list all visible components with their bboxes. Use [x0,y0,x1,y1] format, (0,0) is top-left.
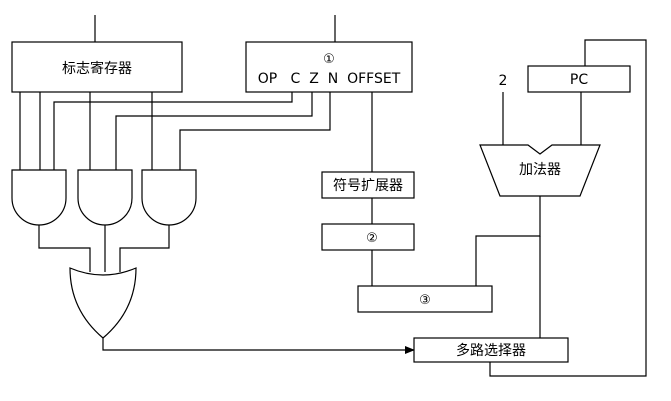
flag-register-label: 标志寄存器 [62,60,132,77]
box-3 [357,285,493,313]
field-n-wire [179,92,331,170]
box-2-marker: ② [366,231,378,246]
field-c-wire [53,92,293,170]
box-3-marker: ③ [419,293,431,308]
flag-register-box [11,41,183,93]
and3-to-or-wire [119,225,170,272]
constant-2-label: 2 [499,73,508,89]
mux-box [413,337,569,363]
box3-to-adder-wire [475,196,541,286]
field-z-wire [115,92,313,170]
adder-shape [479,144,601,197]
instruction-fields-label: OP C Z N OFFSET [258,71,401,87]
and1-to-or-wire [38,225,91,272]
and-gate-1 [11,169,67,226]
pc-feedback-loop [489,39,647,377]
or-to-mux-wire [102,338,415,354]
and-gate-2 [77,169,133,226]
instruction-marker-1: ① [323,52,335,67]
box-2 [321,223,415,251]
pc-label: PC [570,72,588,88]
sign-extender-label: 符号扩展器 [333,178,403,194]
instruction-register-box [245,41,413,93]
adder-label: 加法器 [519,162,561,178]
or-gate [69,267,137,339]
pc-box [527,65,631,93]
mux-label: 多路选择器 [456,342,526,359]
sign-extender-box [321,171,415,199]
and-gate-3 [141,169,197,226]
